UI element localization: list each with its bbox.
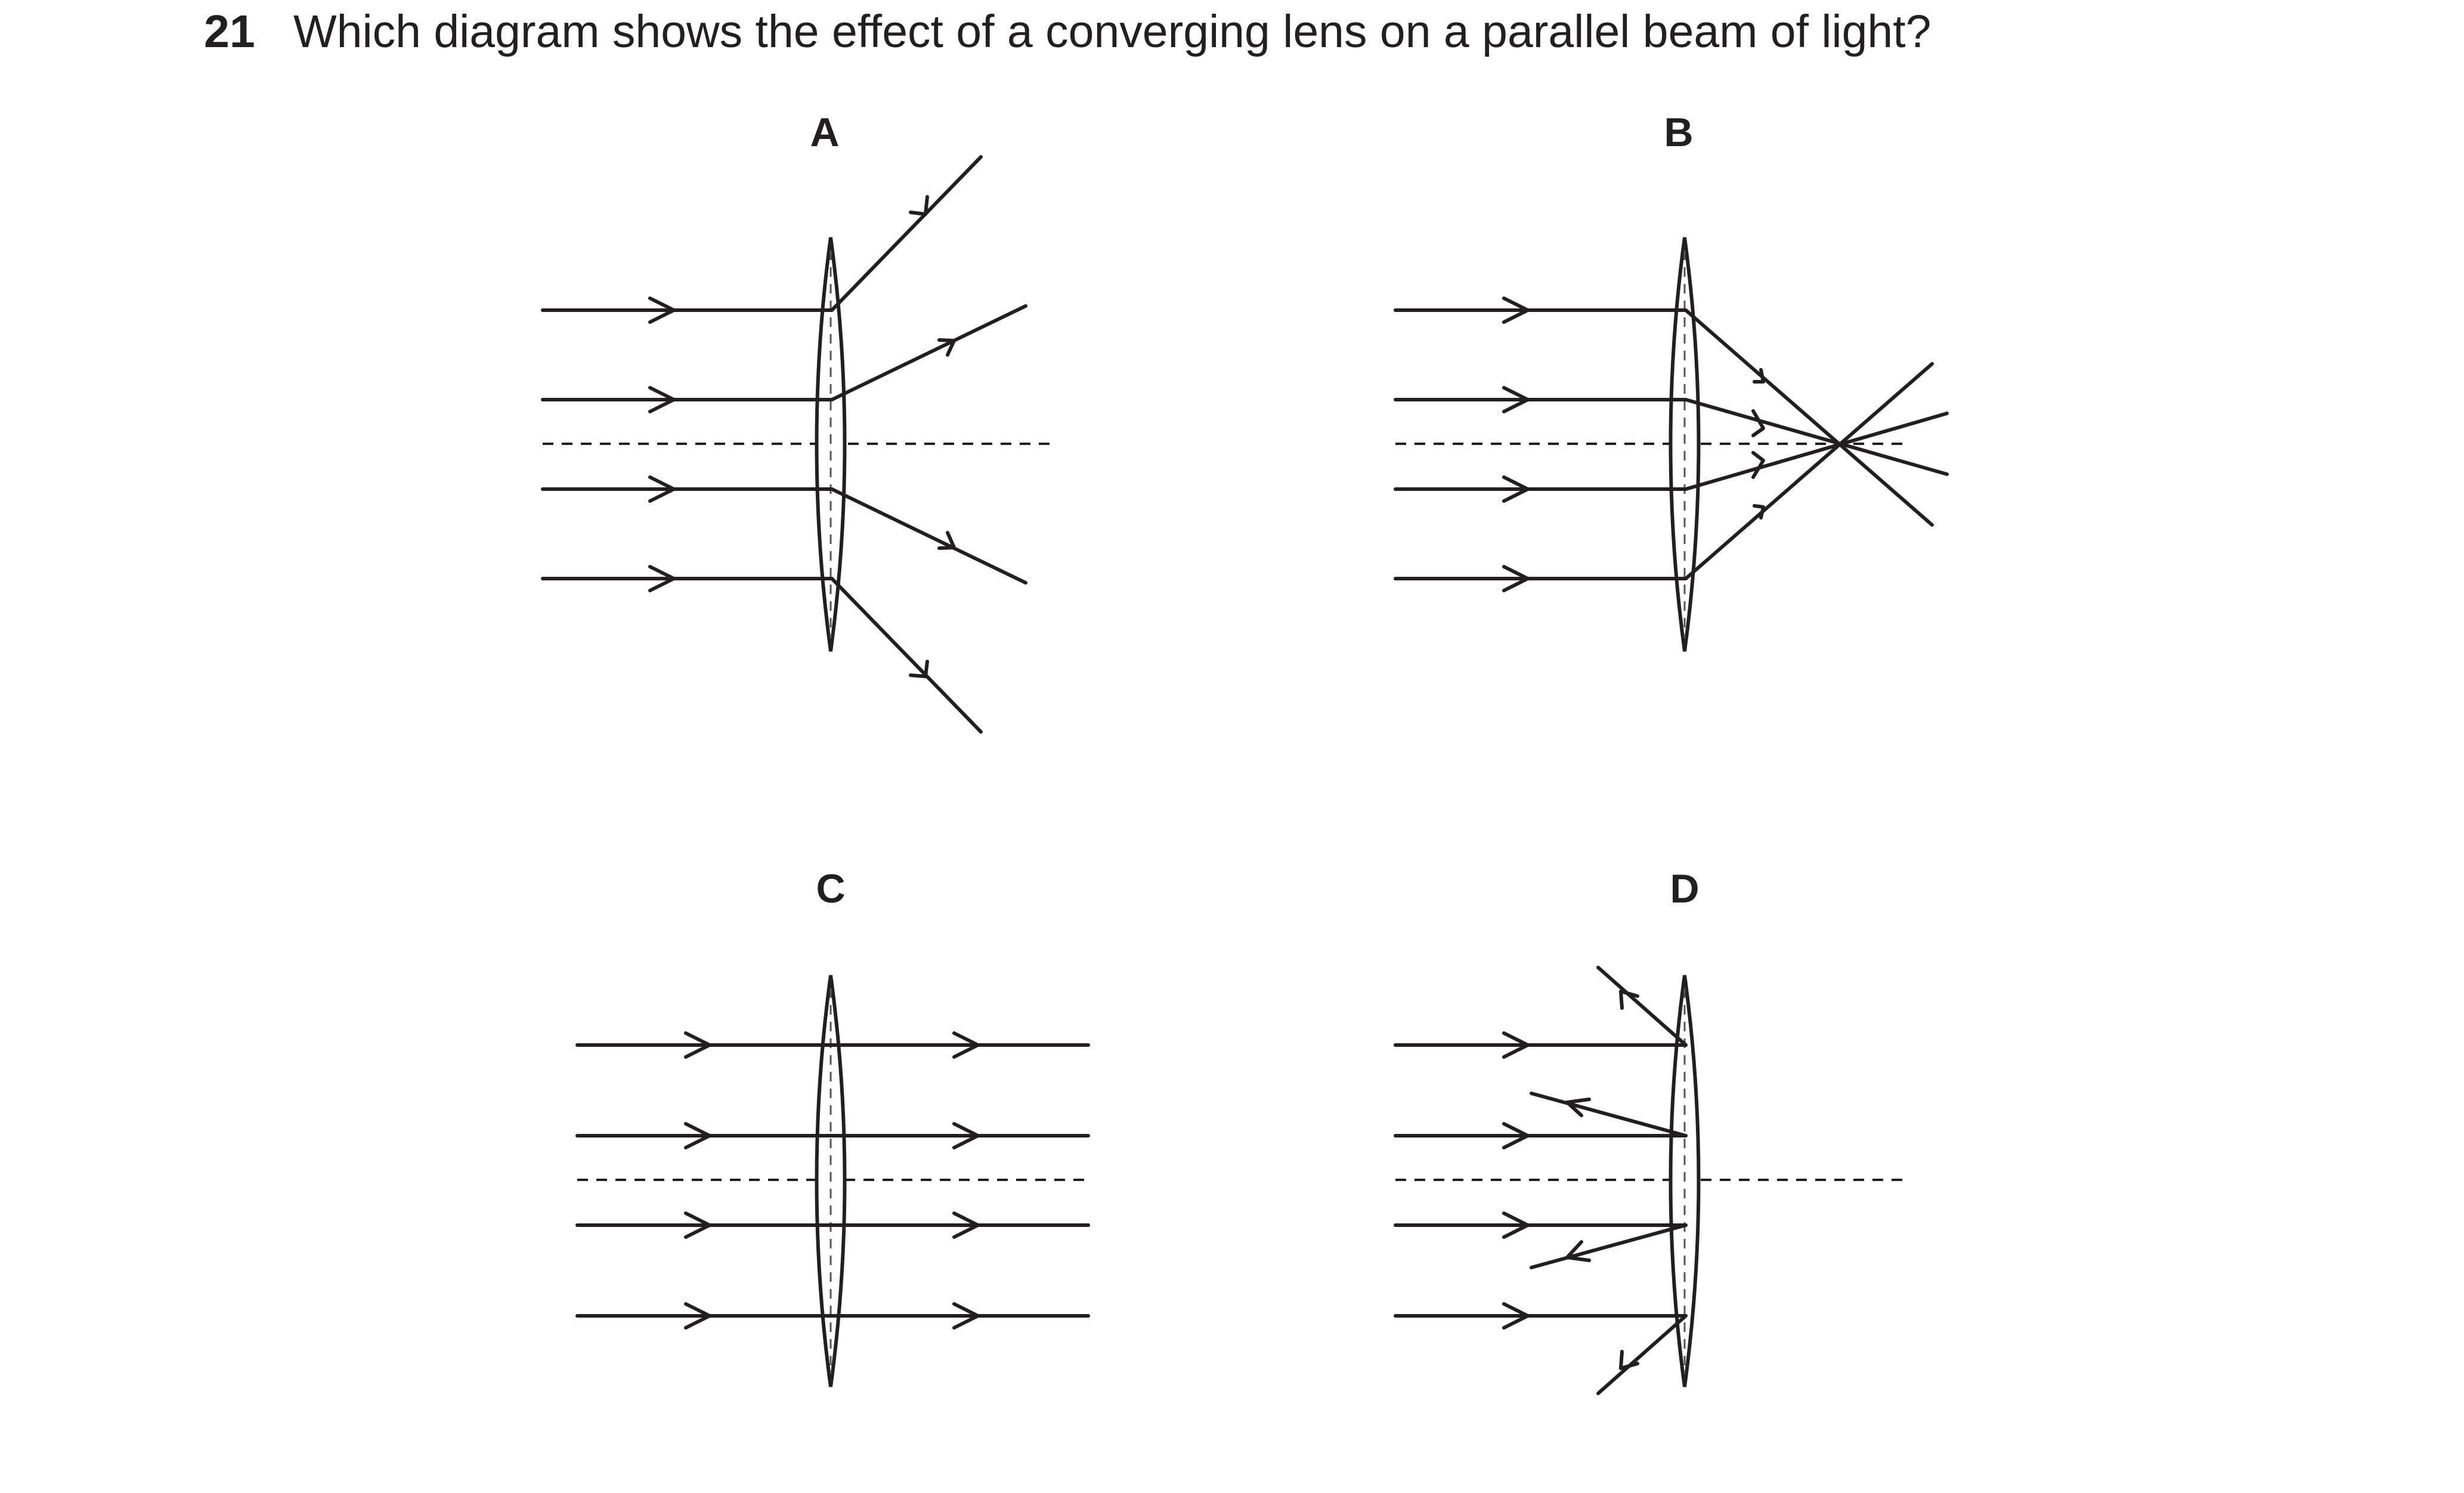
arrowhead <box>1502 1302 1530 1330</box>
converging-lens <box>815 237 847 652</box>
option-label-d: D <box>1670 866 1700 911</box>
arrowhead <box>1753 368 1765 384</box>
option-label-c: C <box>816 866 846 911</box>
incident-rays <box>541 296 834 592</box>
arrowhead <box>909 195 929 216</box>
converging-lens <box>1669 237 1701 652</box>
arrowhead <box>648 475 676 503</box>
light-ray <box>1596 1314 1688 1395</box>
arrowhead <box>952 1302 980 1330</box>
arrowhead <box>648 565 676 592</box>
light-ray <box>1684 362 1934 580</box>
arrowhead <box>952 1211 980 1239</box>
arrowhead <box>648 386 676 413</box>
question-text: Which diagram shows the effect of a conv… <box>293 6 1931 57</box>
light-ray <box>830 155 983 312</box>
arrowhead <box>684 1302 711 1330</box>
arrowhead <box>648 296 676 324</box>
reflected-rays <box>1530 966 1688 1395</box>
arrowhead <box>1502 1211 1530 1239</box>
light-ray <box>1530 1092 1688 1137</box>
arrowhead <box>1753 504 1765 520</box>
straight-rays <box>575 1031 1090 1330</box>
refracted-rays <box>830 155 1027 734</box>
light-ray <box>830 304 1027 401</box>
arrowhead <box>1502 475 1530 503</box>
light-ray <box>1684 412 1949 491</box>
arrowhead <box>1751 409 1765 437</box>
option-diagram-c <box>575 975 1090 1387</box>
arrowhead <box>1502 565 1530 592</box>
arrowhead <box>1619 1350 1639 1370</box>
option-diagram-b <box>1394 237 1949 652</box>
refracted-rays <box>1684 308 1949 580</box>
question-number: 21 <box>204 6 255 57</box>
incident-rays <box>1394 1031 1688 1330</box>
arrowhead <box>1565 1098 1591 1117</box>
arrowhead <box>684 1031 711 1059</box>
light-ray <box>1596 966 1688 1047</box>
arrowhead <box>1502 1122 1530 1149</box>
arrowhead <box>1565 1240 1591 1262</box>
option-label-b: B <box>1664 110 1694 155</box>
arrowhead <box>937 338 956 357</box>
light-ray <box>1530 1223 1688 1269</box>
light-ray <box>830 487 1027 585</box>
question-stem: 21 Which diagram shows the effect of a co… <box>204 5 1931 58</box>
incident-rays <box>1394 296 1688 592</box>
option-diagram-d <box>1394 966 1908 1395</box>
arrowhead <box>684 1122 711 1149</box>
option-label-a: A <box>810 110 840 155</box>
light-ray <box>830 577 983 734</box>
arrowhead <box>1619 990 1639 1010</box>
arrowhead <box>1751 451 1765 479</box>
arrowhead <box>1502 296 1530 324</box>
option-diagram-a <box>541 155 1055 734</box>
arrowhead <box>1502 386 1530 413</box>
arrowhead <box>952 1031 980 1059</box>
arrowhead <box>909 660 929 678</box>
arrowhead <box>684 1211 711 1239</box>
light-ray <box>1684 398 1949 476</box>
light-ray <box>1684 308 1934 527</box>
arrowhead <box>937 531 956 550</box>
arrowhead <box>1502 1031 1530 1059</box>
arrowhead <box>952 1122 980 1149</box>
